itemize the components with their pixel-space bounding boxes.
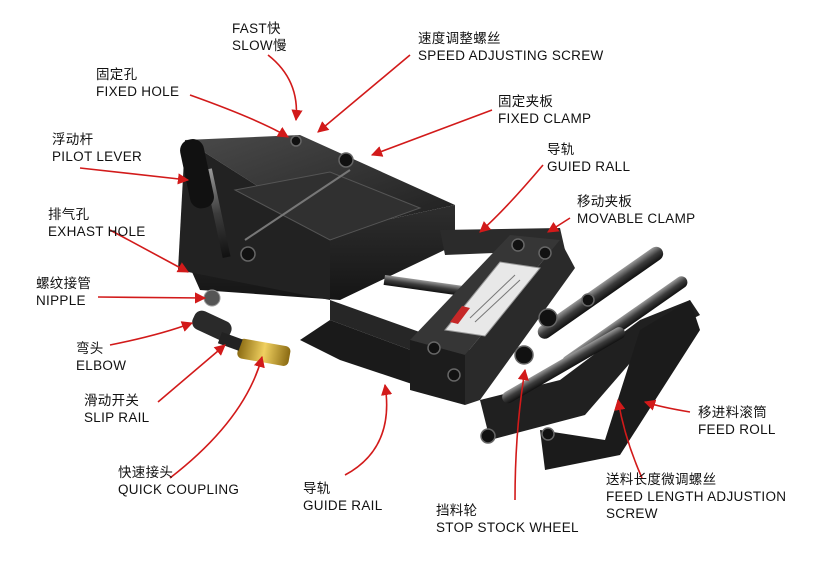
label-cn: 导轨 <box>303 481 331 496</box>
feeder-machine <box>178 135 700 470</box>
quick-coupling <box>237 338 291 366</box>
label-en: PILOT LEVER <box>52 149 143 164</box>
label-en: QUICK COUPLING <box>118 482 240 497</box>
label-en: FEED ROLL <box>698 422 776 437</box>
pilot-lever-handle <box>180 139 214 209</box>
label-cn: 快速接头 <box>118 465 174 480</box>
label-en: MOVABLE CLAMP <box>577 211 696 226</box>
label-quick-coupling: 快速接头 QUICK COUPLING <box>118 464 239 498</box>
label-en: GUIDE RAIL <box>303 498 383 513</box>
label-guide-rail: 导轨 GUIDE RAIL <box>303 480 383 514</box>
label-cn: 固定孔 <box>96 67 138 82</box>
label-en-2: SCREW <box>606 506 658 521</box>
bolts <box>240 135 595 444</box>
label-feed-roll: 移进料滚筒 FEED ROLL <box>698 404 776 438</box>
fixed-clamp-plate <box>233 171 422 241</box>
label-fast-slow: FAST快 SLOW慢 <box>232 20 287 54</box>
label-exhaust-hole: 排气孔 EXHAST HOLE <box>48 206 146 240</box>
label-slip-rail: 滑动开关 SLIP RAIL <box>84 392 150 426</box>
label-en: FEED LENGTH ADJUSTION <box>606 489 787 504</box>
fixed-block-left <box>178 140 330 300</box>
leader-arrows <box>79 54 691 501</box>
label-cn: 弯头 <box>76 341 104 356</box>
label-en: GUIED RALL <box>547 159 631 174</box>
label-cn: 送料长度微调螺丝 <box>606 472 717 487</box>
label-fixed-clamp: 固定夹板 FIXED CLAMP <box>498 93 591 127</box>
label-cn: 挡料轮 <box>436 503 478 518</box>
label-cn: 固定夹板 <box>498 94 554 109</box>
movable-clamp-front <box>410 340 465 405</box>
label-cn: 移进料滚筒 <box>698 405 767 420</box>
fast-text: FAST快 <box>232 21 281 36</box>
label-en: FIXED CLAMP <box>498 111 592 126</box>
label-feed-length-screw: 送料长度微调螺丝 FEED LENGTH ADJUSTION SCREW <box>606 471 786 522</box>
label-cn: 导轨 <box>547 142 575 157</box>
label-cn: 速度调整螺丝 <box>418 31 501 46</box>
label-movable-clamp: 移动夹板 MOVABLE CLAMP <box>577 193 695 227</box>
label-en: ELBOW <box>76 358 127 373</box>
nameplate <box>444 261 541 337</box>
label-elbow: 弯头 ELBOW <box>76 340 126 374</box>
label-guied-rall: 导轨 GUIED RALL <box>547 141 630 175</box>
feed-roll <box>537 246 664 339</box>
label-fixed-hole: 固定孔 FIXED HOLE <box>96 66 179 100</box>
label-cn: 移动夹板 <box>577 194 633 209</box>
label-cn: 浮动杆 <box>52 132 94 147</box>
label-stop-stock-wheel: 挡料轮 STOP STOCK WHEEL <box>436 502 579 536</box>
label-en: EXHAST HOLE <box>48 224 146 239</box>
label-en: STOP STOCK WHEEL <box>436 520 579 535</box>
label-speed-adjusting-screw: 速度调整螺丝 SPEED ADJUSTING SCREW <box>418 30 604 64</box>
slow-text: SLOW慢 <box>232 38 287 53</box>
label-en: SLIP RAIL <box>84 410 150 425</box>
label-en: NIPPLE <box>36 293 86 308</box>
nipple <box>203 289 221 307</box>
label-nipple: 螺纹接管 NIPPLE <box>36 275 91 309</box>
label-cn: 滑动开关 <box>84 393 140 408</box>
label-cn: 螺纹接管 <box>36 276 92 291</box>
label-pilot-lever: 浮动杆 PILOT LEVER <box>52 131 142 165</box>
label-en: FIXED HOLE <box>96 84 180 99</box>
label-cn: 排气孔 <box>48 207 90 222</box>
label-en: SPEED ADJUSTING SCREW <box>418 48 604 63</box>
